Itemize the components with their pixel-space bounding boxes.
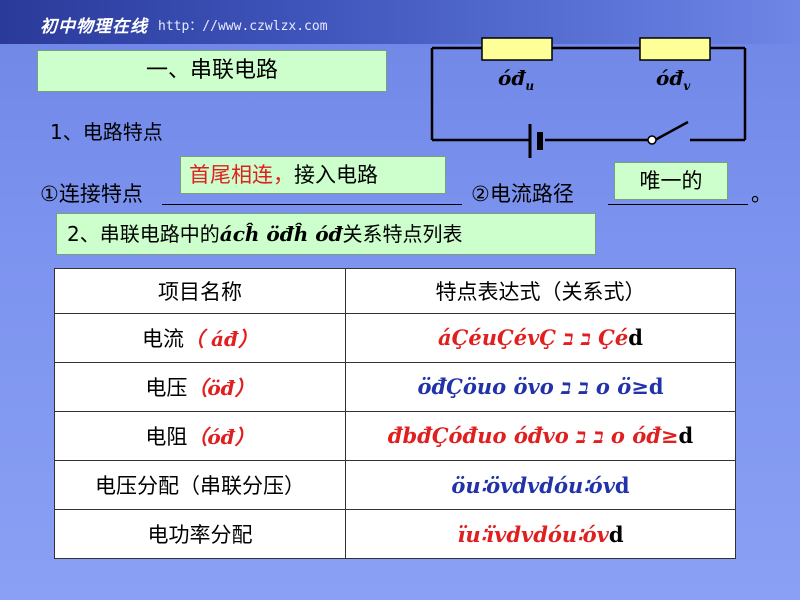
table-row-power-division: 电功率分配 ïu∶ïvdvdóu∶óvd [54, 509, 736, 559]
site-url[interactable]: http：//www.czwlzx.com [158, 19, 328, 34]
current-path-label: ②电流路径 [471, 182, 574, 206]
resistor-r2-label: óđv [656, 66, 691, 93]
subtitle-circuit-features: 1、电路特点 [50, 120, 163, 144]
resistor-r1 [481, 37, 553, 61]
row-name-cell: 电功率分配 [54, 509, 346, 559]
section2-suffix: 关系特点列表 [342, 222, 463, 246]
table-row-current: 电流（ áđ） áÇéuÇévÇ ב ב Çéd [54, 313, 736, 363]
current-path-answer-box: 唯一的 [614, 162, 728, 200]
brand-logo: 初中物理在线 [40, 17, 148, 37]
row-name-cell: 电流（ áđ） [54, 313, 346, 363]
resistor-r2 [639, 37, 711, 61]
resistor-r1-label: óđu [498, 66, 535, 93]
section2-heading: 2、串联电路中的ácĥ öđĥ óđ关系特点列表 [56, 213, 596, 255]
series-circuit-table: 项目名称 特点表达式（关系式） 电流（ áđ） áÇéuÇévÇ ב ב Çéd… [54, 268, 736, 559]
row-formula-cell: öu∶övdvdóu∶óvd [345, 460, 736, 510]
table-header-row: 项目名称 特点表达式（关系式） [54, 268, 736, 314]
row-name-cell: 电压分配（串联分压） [54, 460, 346, 510]
row-formula-cell: öđÇöuo övo ב ב o ö≥d [345, 362, 736, 412]
connection-answer-red: 首尾相连， [189, 163, 294, 187]
row-formula-cell: ïu∶ïvdvdóu∶óvd [345, 509, 736, 559]
connection-blank-line [162, 204, 462, 205]
header-item-name: 项目名称 [54, 268, 346, 314]
connection-answer-box: 首尾相连，接入电路 [180, 156, 446, 194]
row-formula-cell: đbđÇóđuo óđvo ב ב o óđ≥d [345, 411, 736, 461]
section-title: 一、串联电路 [37, 50, 387, 92]
switch-contact [647, 135, 657, 145]
table-row-voltage: 电压（öđ） öđÇöuo övo ב ב o ö≥d [54, 362, 736, 412]
connection-feature-label: ①连接特点 [40, 182, 143, 206]
row-name-cell: 电压（öđ） [54, 362, 346, 412]
table-row-resistance: 电阻（óđ） đbđÇóđuo óđvo ב ב o óđ≥d [54, 411, 736, 461]
row-name-cell: 电阻（óđ） [54, 411, 346, 461]
header-bar: 初中物理在线 http：//www.czwlzx.com [0, 0, 800, 44]
end-mark: 。 [751, 182, 772, 206]
table-row-voltage-division: 电压分配（串联分压） öu∶övdvdóu∶óvd [54, 460, 736, 510]
section2-prefix: 2、串联电路中的 [67, 222, 220, 246]
connection-answer-black: 接入电路 [294, 163, 378, 187]
section2-symbols: ácĥ öđĥ óđ [219, 222, 343, 246]
header-expression: 特点表达式（关系式） [345, 268, 736, 314]
current-path-blank-line [608, 204, 748, 205]
row-formula-cell: áÇéuÇévÇ ב ב Çéd [345, 313, 736, 363]
